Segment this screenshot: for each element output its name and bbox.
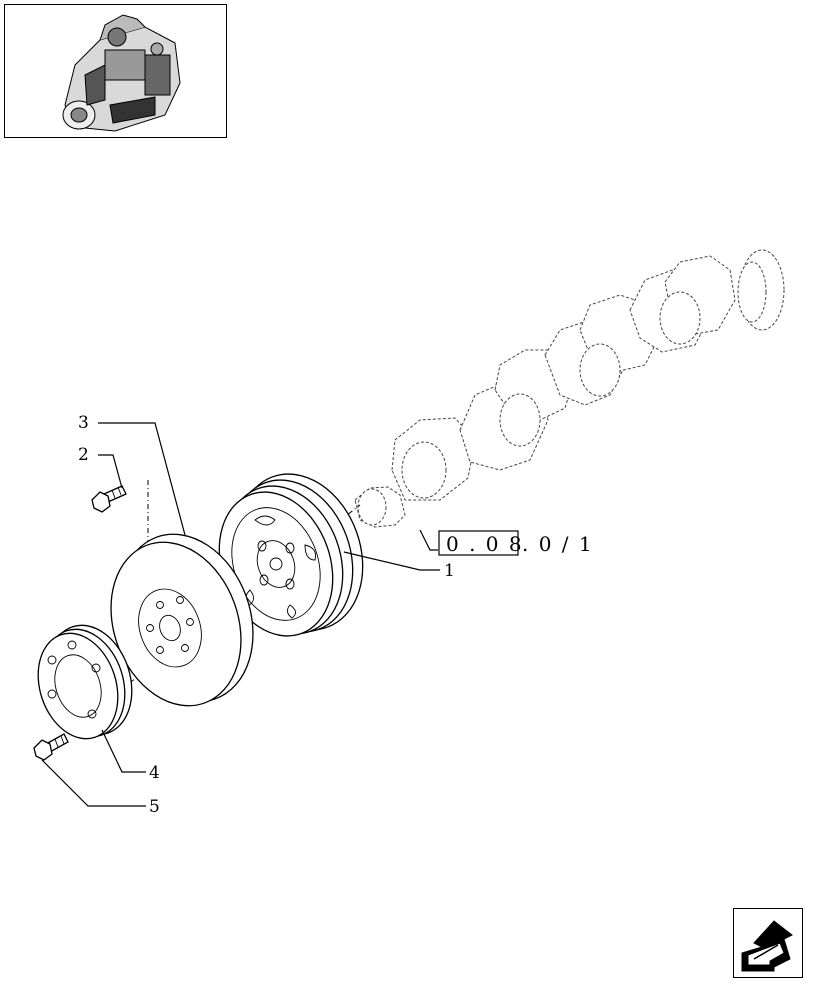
callout-3: 3	[78, 413, 89, 433]
reference-boxed-text: 0 . 0 8	[446, 532, 524, 556]
engine-thumbnail-icon	[62, 14, 181, 132]
callout-2: 2	[78, 445, 89, 465]
callout-4: 4	[149, 763, 160, 783]
arrow-left-down-icon	[741, 920, 793, 972]
callout-5: 5	[149, 797, 160, 817]
part-1-pulley[interactable]	[200, 456, 384, 652]
part-4-pulley-small[interactable]	[25, 614, 145, 749]
navigation-button[interactable]	[733, 908, 803, 978]
engine-thumbnail	[4, 4, 227, 138]
callout-1: 1	[444, 561, 455, 581]
reference-box	[438, 530, 519, 556]
part-2-bolt[interactable]	[91, 485, 127, 513]
leader-lines	[41, 422, 440, 807]
crankshaft-ghost	[354, 249, 785, 528]
reference-link[interactable]: 0 . 0 8 . 0 / 1	[438, 530, 594, 556]
part-3-damper[interactable]	[89, 515, 276, 724]
reference-suffix-text: . 0 / 1	[522, 532, 594, 556]
part-5-bolt[interactable]	[33, 733, 69, 761]
